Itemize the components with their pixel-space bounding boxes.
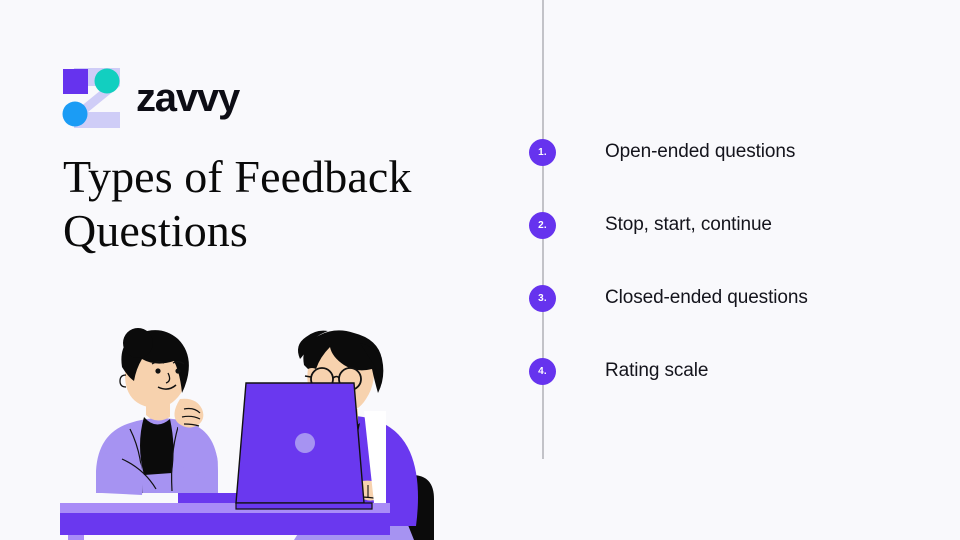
two-people-at-desk-with-laptop-illustration: [60, 325, 480, 540]
step-number-badge: 1.: [529, 138, 556, 166]
list-item[interactable]: 1. Open-ended questions: [529, 138, 795, 166]
step-number-badge: 2.: [529, 211, 556, 239]
step-label: Closed-ended questions: [605, 287, 808, 308]
step-label: Open-ended questions: [605, 141, 796, 162]
zavvy-logo-icon: [62, 68, 120, 128]
brand-logo: zavvy: [62, 68, 240, 128]
page-title: Types of Feedback Questions: [63, 151, 412, 257]
list-item[interactable]: 4. Rating scale: [529, 357, 708, 385]
step-number-badge: 3.: [529, 284, 556, 312]
list-item[interactable]: 2. Stop, start, continue: [529, 211, 772, 239]
list-item[interactable]: 3. Closed-ended questions: [529, 284, 808, 312]
step-number-badge: 4.: [529, 357, 556, 385]
brand-wordmark: zavvy: [136, 76, 240, 120]
step-label: Rating scale: [605, 360, 709, 381]
step-label: Stop, start, continue: [605, 214, 772, 235]
